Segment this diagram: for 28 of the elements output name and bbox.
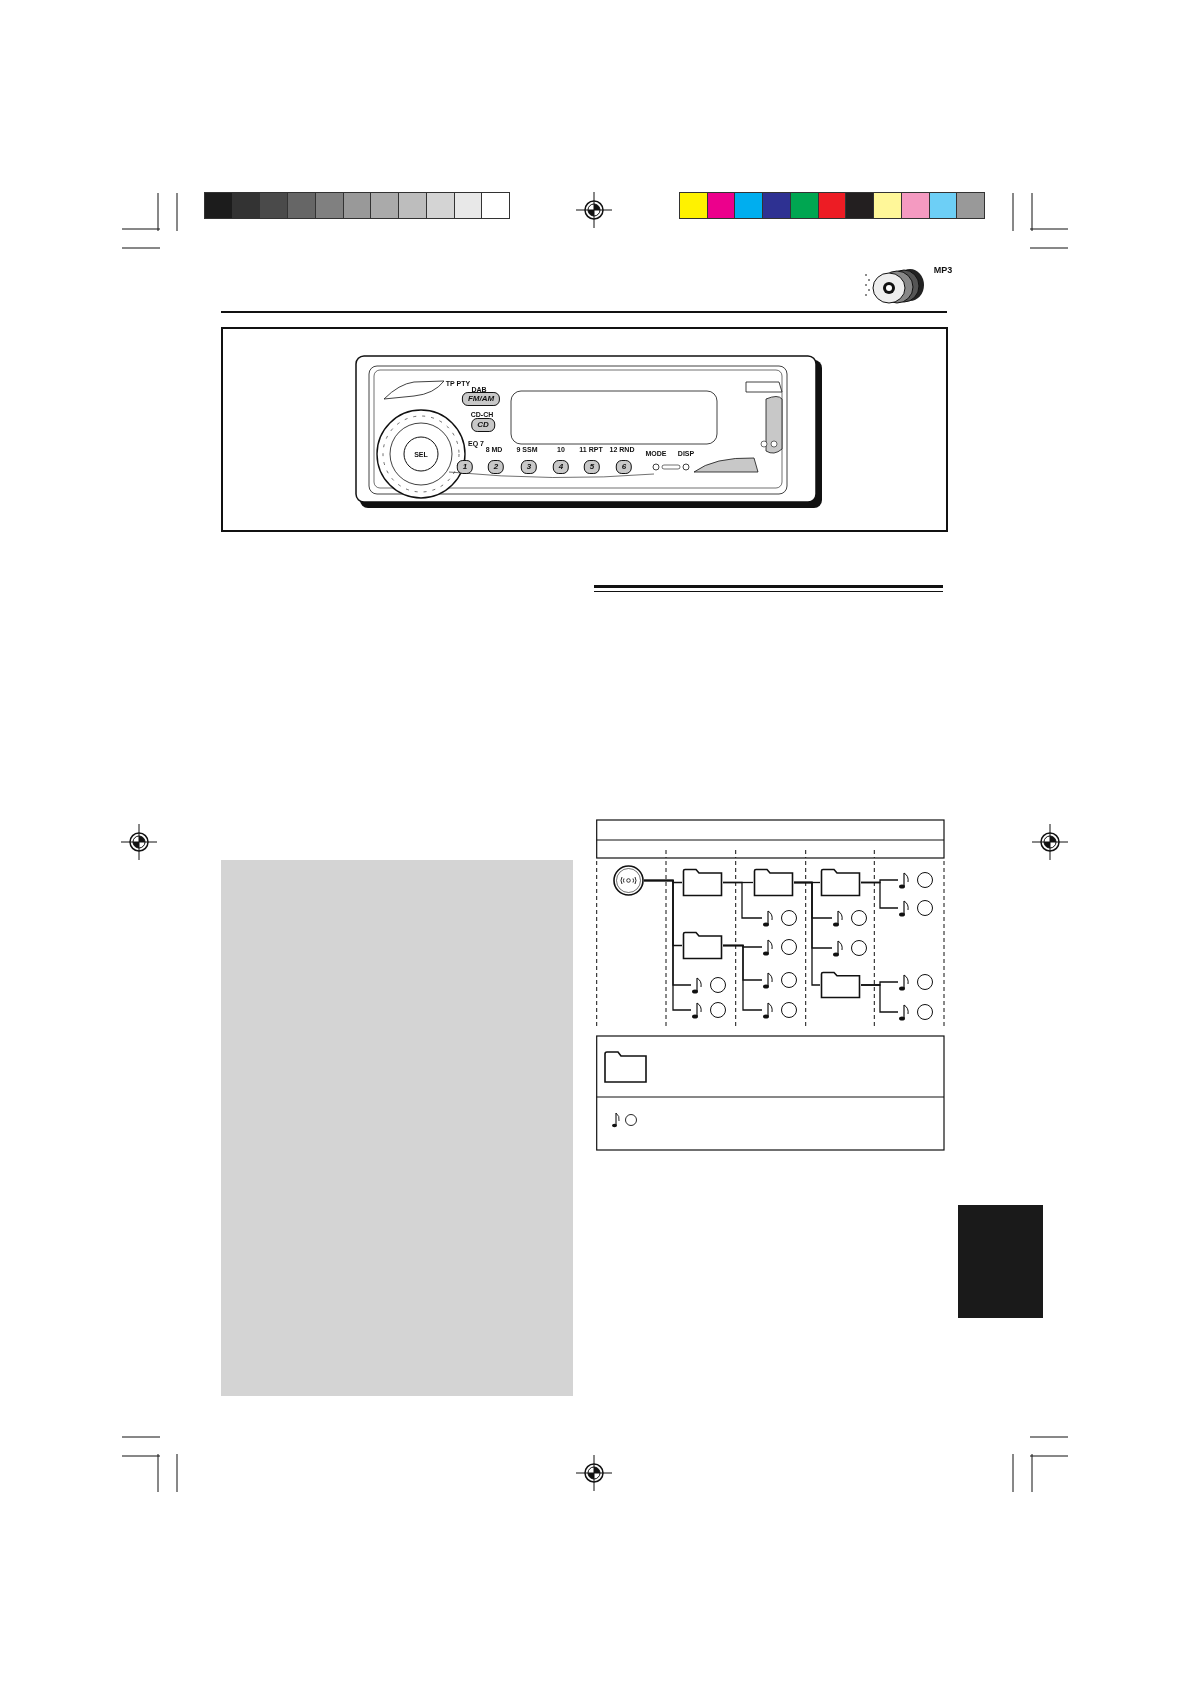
music-file-icon — [832, 908, 868, 928]
tree-line — [793, 881, 821, 986]
tree-line — [722, 944, 763, 1011]
stereo-button: CD — [471, 418, 495, 432]
folder-icon — [682, 868, 723, 897]
music-file-icon — [762, 937, 798, 957]
music-file-icon — [762, 908, 798, 928]
folder-icon — [820, 971, 861, 999]
folder-icon — [753, 868, 794, 897]
tree-line — [722, 881, 763, 919]
section-tab — [958, 1205, 1043, 1318]
picture — [613, 865, 644, 896]
tree-line — [860, 984, 899, 1013]
folder-icon — [682, 931, 723, 960]
stereo-button: FM/AM — [461, 392, 501, 406]
tree-line — [860, 881, 899, 909]
music-file-icon — [898, 870, 934, 890]
music-file-icon — [762, 1000, 798, 1020]
format-label: MP3 — [933, 265, 953, 275]
music-file-icon — [691, 975, 727, 995]
tree-line — [643, 879, 692, 1011]
folder-icon — [820, 868, 861, 897]
music-file-icon — [832, 938, 868, 958]
music-file-icon — [898, 972, 934, 992]
music-file-icon — [898, 1002, 934, 1022]
music-file-icon — [762, 970, 798, 990]
music-file-icon — [898, 898, 934, 918]
music-file-icon — [691, 1000, 727, 1020]
